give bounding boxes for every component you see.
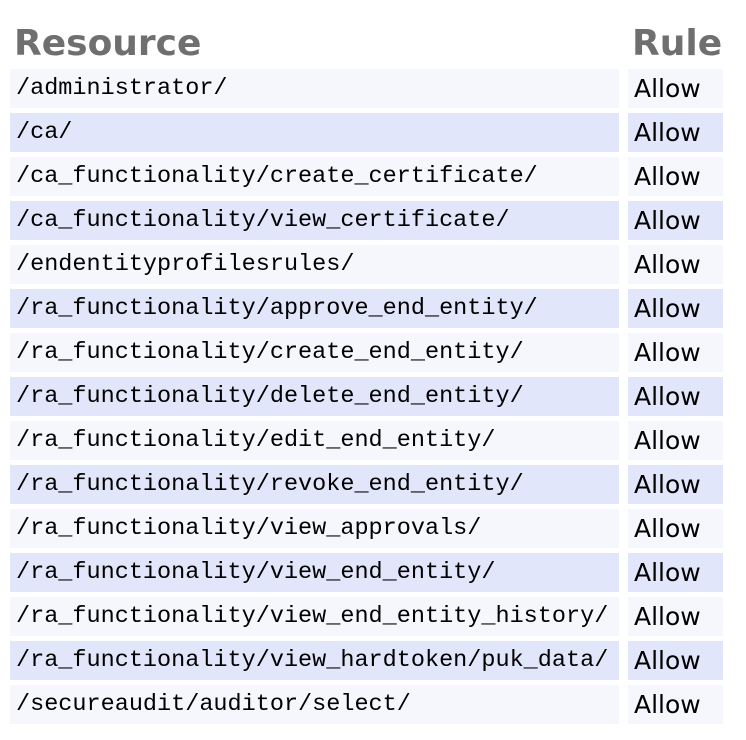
- resource-cell: /endentityprofilesrules/: [10, 245, 619, 284]
- table-row: /administrator/Allow: [10, 69, 723, 108]
- rule-cell: Allow: [628, 597, 723, 636]
- rule-cell: Allow: [628, 685, 723, 724]
- table-row: /ra_functionality/edit_end_entity/Allow: [10, 421, 723, 460]
- table-body: /administrator/Allow/ca/Allow/ca_functio…: [10, 69, 723, 724]
- rule-cell: Allow: [628, 553, 723, 592]
- resource-cell: /ra_functionality/delete_end_entity/: [10, 377, 619, 416]
- resource-cell: /ca_functionality/create_certificate/: [10, 157, 619, 196]
- rule-cell: Allow: [628, 641, 723, 680]
- column-header-rule: Rule: [632, 23, 723, 65]
- rule-cell: Allow: [628, 377, 723, 416]
- rule-cell: Allow: [628, 69, 723, 108]
- rule-cell: Allow: [628, 333, 723, 372]
- table-row: /ra_functionality/view_hardtoken/puk_dat…: [10, 641, 723, 680]
- table-row: /ca_functionality/view_certificate/Allow: [10, 201, 723, 240]
- table-header: Resource Rule: [10, 5, 723, 64]
- rule-cell: Allow: [628, 421, 723, 460]
- resource-cell: /ra_functionality/view_approvals/: [10, 509, 619, 548]
- table-row: /ra_functionality/delete_end_entity/Allo…: [10, 377, 723, 416]
- table-row: /ra_functionality/view_end_entity/Allow: [10, 553, 723, 592]
- resource-cell: /ra_functionality/approve_end_entity/: [10, 289, 619, 328]
- resource-cell: /ca_functionality/view_certificate/: [10, 201, 619, 240]
- table-row: /endentityprofilesrules/Allow: [10, 245, 723, 284]
- rule-cell: Allow: [628, 157, 723, 196]
- resource-cell: /administrator/: [10, 69, 619, 108]
- table-row: /secureaudit/auditor/select/Allow: [10, 685, 723, 724]
- resource-cell: /ra_functionality/view_hardtoken/puk_dat…: [10, 641, 619, 680]
- access-rules-table: Resource Rule /administrator/Allow/ca/Al…: [1, 0, 732, 729]
- table-row: /ra_functionality/view_end_entity_histor…: [10, 597, 723, 636]
- rule-cell: Allow: [628, 113, 723, 152]
- table-header-row: Resource Rule: [10, 5, 723, 64]
- table-row: /ca_functionality/create_certificate/All…: [10, 157, 723, 196]
- resource-cell: /ra_functionality/revoke_end_entity/: [10, 465, 619, 504]
- resource-cell: /ra_functionality/edit_end_entity/: [10, 421, 619, 460]
- resource-cell: /ra_functionality/view_end_entity_histor…: [10, 597, 619, 636]
- rule-cell: Allow: [628, 245, 723, 284]
- table-row: /ra_functionality/view_approvals/Allow: [10, 509, 723, 548]
- resource-cell: /ca/: [10, 113, 619, 152]
- table-row: /ra_functionality/revoke_end_entity/Allo…: [10, 465, 723, 504]
- rule-cell: Allow: [628, 465, 723, 504]
- table-row: /ra_functionality/create_end_entity/Allo…: [10, 333, 723, 372]
- column-header-resource: Resource: [14, 23, 202, 65]
- resource-cell: /secureaudit/auditor/select/: [10, 685, 619, 724]
- rule-cell: Allow: [628, 289, 723, 328]
- table-row: /ra_functionality/approve_end_entity/All…: [10, 289, 723, 328]
- table-row: /ca/Allow: [10, 113, 723, 152]
- resource-cell: /ra_functionality/create_end_entity/: [10, 333, 619, 372]
- rule-cell: Allow: [628, 201, 723, 240]
- resource-cell: /ra_functionality/view_end_entity/: [10, 553, 619, 592]
- rule-cell: Allow: [628, 509, 723, 548]
